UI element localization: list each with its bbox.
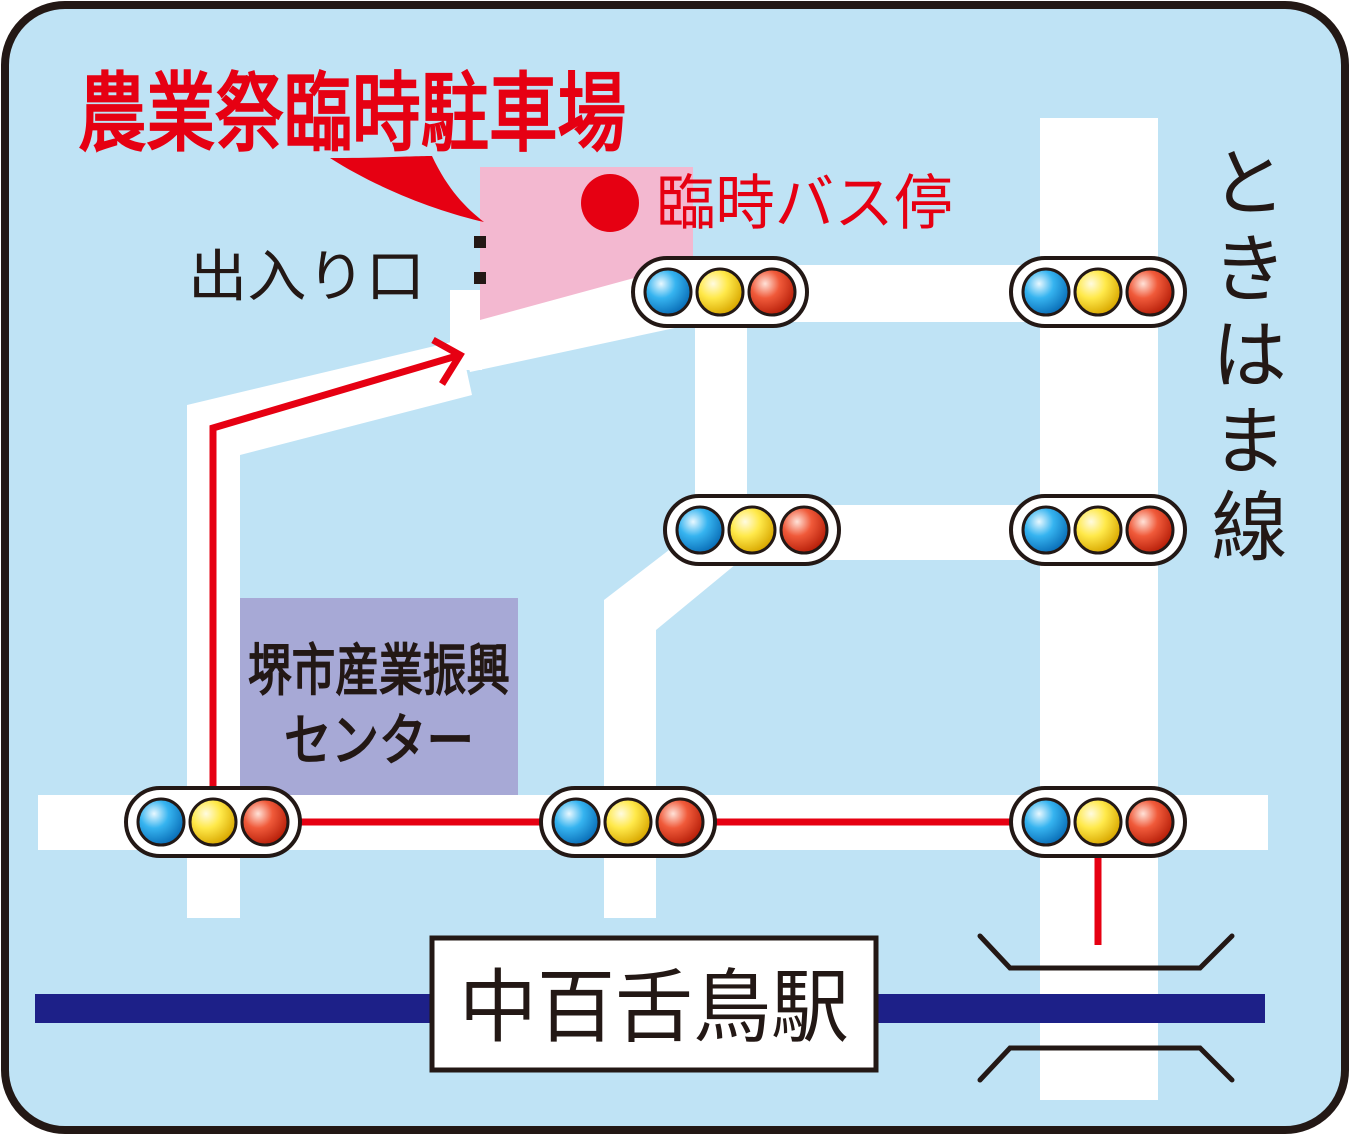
map-title: 農業祭臨時駐車場 [78,64,626,164]
traffic-light [631,256,809,328]
parking-lot-area [480,167,693,320]
station-label: 中百舌鳥駅 [459,961,849,1054]
station-box [429,935,879,1073]
bus-stop-label: 臨時バス停 [656,169,953,239]
traffic-light [1009,256,1187,328]
road-center-vertical [604,600,656,918]
title-callout-pointer [330,156,484,222]
overpass-symbol [977,933,1235,1083]
entrance-marker [474,272,486,284]
entrance-label: 出入り口 [188,245,425,310]
bus-stop-marker [581,174,639,232]
traffic-lights [124,256,1187,858]
traffic-light [539,786,717,858]
traffic-light [1009,786,1187,858]
traffic-light [1009,494,1187,566]
entrance-marker [474,236,486,248]
traffic-light [663,494,841,566]
building-sakai-industry-center [240,598,518,795]
road-label-tokihama-line: ときはま線 [1199,143,1288,573]
building-label-line2: センター [284,709,474,774]
building-label-line1: 堺市産業振興 [248,639,510,704]
road-left-diagonal [187,340,472,455]
traffic-light [124,786,302,858]
